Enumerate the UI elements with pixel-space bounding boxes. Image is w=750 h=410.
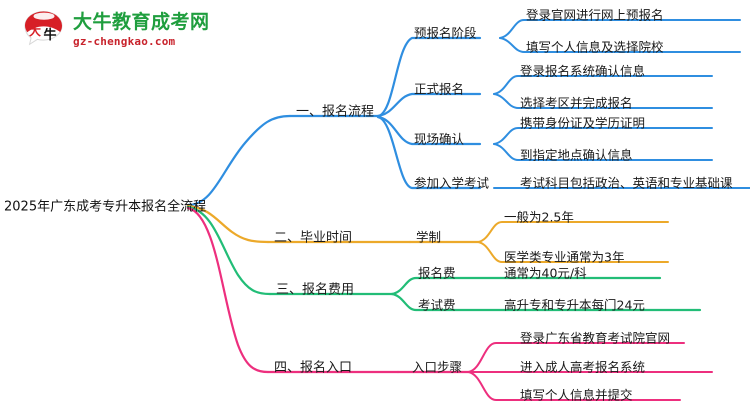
sub-node-3-2[interactable]: 考试费 [418, 297, 456, 313]
logo-name-cn: 大牛教育成考网 [73, 11, 210, 33]
leaf-node-4-1-3[interactable]: 填写个人信息并提交 [520, 387, 633, 403]
mindmap-root-node[interactable]: 2025年广东成考专升本报名全流程 [4, 199, 207, 215]
leaf-node-1-1-1[interactable]: 登录官网进行网上预报名 [526, 7, 664, 23]
svg-text:大: 大 [29, 23, 41, 38]
branch-node-1[interactable]: 一、报名流程 [296, 104, 375, 120]
sub-node-1-1[interactable]: 预报名阶段 [414, 25, 477, 41]
leaf-node-1-1-2[interactable]: 填写个人信息及选择院校 [526, 39, 664, 55]
leaf-node-3-1-1[interactable]: 通常为40元/科 [504, 265, 587, 281]
sub-node-3-1[interactable]: 报名费 [418, 265, 456, 281]
leaf-node-1-3-1[interactable]: 携带身份证及学历证明 [520, 115, 646, 131]
sub-node-1-3[interactable]: 现场确认 [414, 131, 465, 147]
svg-text:牛: 牛 [43, 27, 56, 43]
sub-node-4-1[interactable]: 入口步骤 [412, 359, 463, 375]
leaf-node-2-1-2[interactable]: 医学类专业通常为3年 [504, 249, 625, 265]
leaf-node-1-3-2[interactable]: 到指定地点确认信息 [520, 147, 633, 163]
sub-node-1-4[interactable]: 参加入学考试 [414, 175, 490, 191]
speech-bubble-logo-icon: 大 牛 [22, 9, 66, 51]
leaf-node-2-1-1[interactable]: 一般为2.5年 [504, 209, 574, 225]
leaf-node-1-2-2[interactable]: 选择考区并完成报名 [520, 95, 633, 111]
branch-node-3[interactable]: 三、报名费用 [276, 282, 355, 298]
sub-node-2-1[interactable]: 学制 [416, 229, 442, 245]
leaf-node-4-1-2[interactable]: 进入成人高考报名系统 [520, 359, 646, 375]
branch-node-2[interactable]: 二、毕业时间 [274, 230, 353, 246]
sub-node-1-2[interactable]: 正式报名 [414, 81, 465, 97]
leaf-node-4-1-1[interactable]: 登录广东省教育考试院官网 [520, 330, 671, 346]
logo-name-en: gz-chengkao.com [73, 35, 176, 48]
branch-node-4[interactable]: 四、报名入口 [274, 360, 353, 376]
leaf-node-3-2-1[interactable]: 高升专和专升本每门24元 [504, 297, 645, 313]
leaf-node-1-2-1[interactable]: 登录报名系统确认信息 [520, 63, 646, 79]
leaf-node-1-4-1[interactable]: 考试科目包括政治、英语和专业基础课 [520, 175, 733, 191]
site-logo[interactable]: 大 牛 大牛教育成考网 gz-chengkao.com [22, 9, 210, 51]
